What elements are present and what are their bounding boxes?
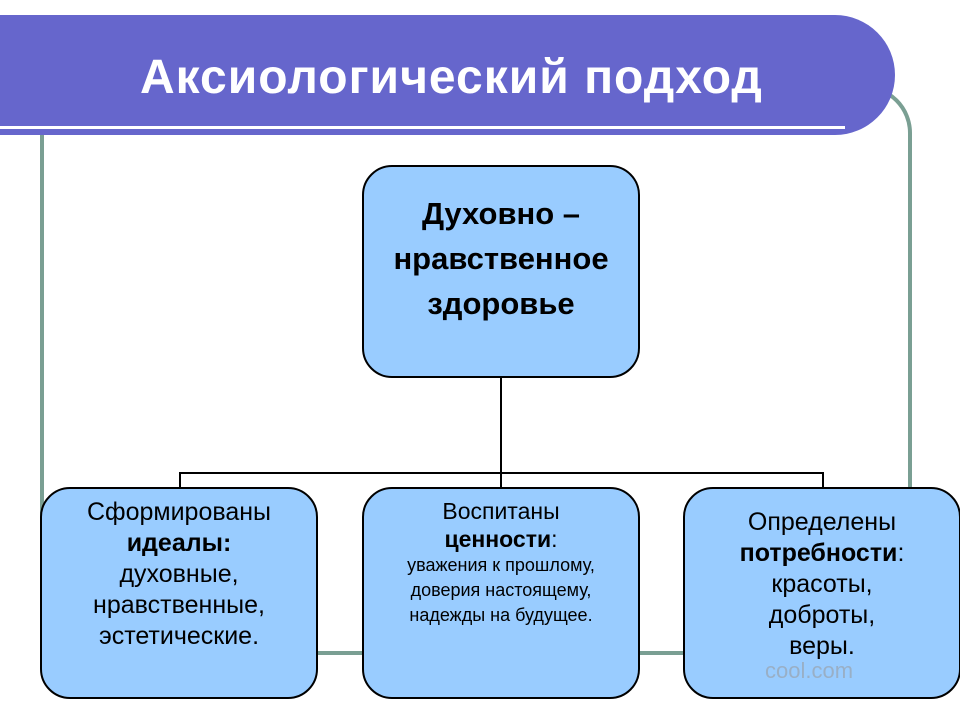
node-spiritual-moral-health: Духовно – нравственное здоровье [362,165,640,378]
node-ideals-line-3: духовные, [119,560,239,588]
node-needs-keyword: потребности [739,539,898,567]
node-needs-line-2: потребности: [685,538,959,569]
watermark: cool.com [765,658,854,683]
node-needs-line-3: красоты, [771,570,873,598]
node-values: Воспитаны ценности: уважения к прошлому,… [362,487,640,699]
connector-left [179,472,181,488]
node-needs-line-5: веры. [789,632,855,660]
title-bar [0,15,895,135]
node-ideals-line-1: Сформированы [86,498,272,526]
node-values-line-5: надежды на будущее. [409,605,593,625]
node-values-line-3: уважения к прошлому, [407,555,595,575]
connector-vertical-top [500,378,502,473]
node-needs-line-1: Определены [747,508,897,536]
node-top-line-2: нравственное [393,241,609,276]
connector-middle [500,472,502,488]
node-values-line-4: доверия настоящему, [410,580,592,600]
node-values-line-1: Воспитаны [442,498,560,524]
node-needs-colon: : [897,539,905,567]
node-top-line-1: Духовно – [421,196,581,231]
node-values-line-2: ценности: [364,525,638,553]
connector-right [822,472,824,488]
node-ideals-line-2: идеалы: [126,529,232,557]
node-top-line-3: здоровье [427,286,575,321]
node-values-colon: : [551,526,558,552]
title-underline [0,126,845,129]
node-ideals-line-5: эстетические. [98,622,260,650]
node-needs-line-4: доброты, [768,601,876,629]
node-values-keyword: ценности [444,526,552,552]
node-ideals-line-4: нравственные, [93,591,265,619]
node-ideals: Сформированы идеалы: духовные, нравствен… [40,487,318,699]
node-needs: Определены потребности: красоты, доброты… [683,487,960,699]
slide-title: Аксиологический подход [140,51,763,104]
